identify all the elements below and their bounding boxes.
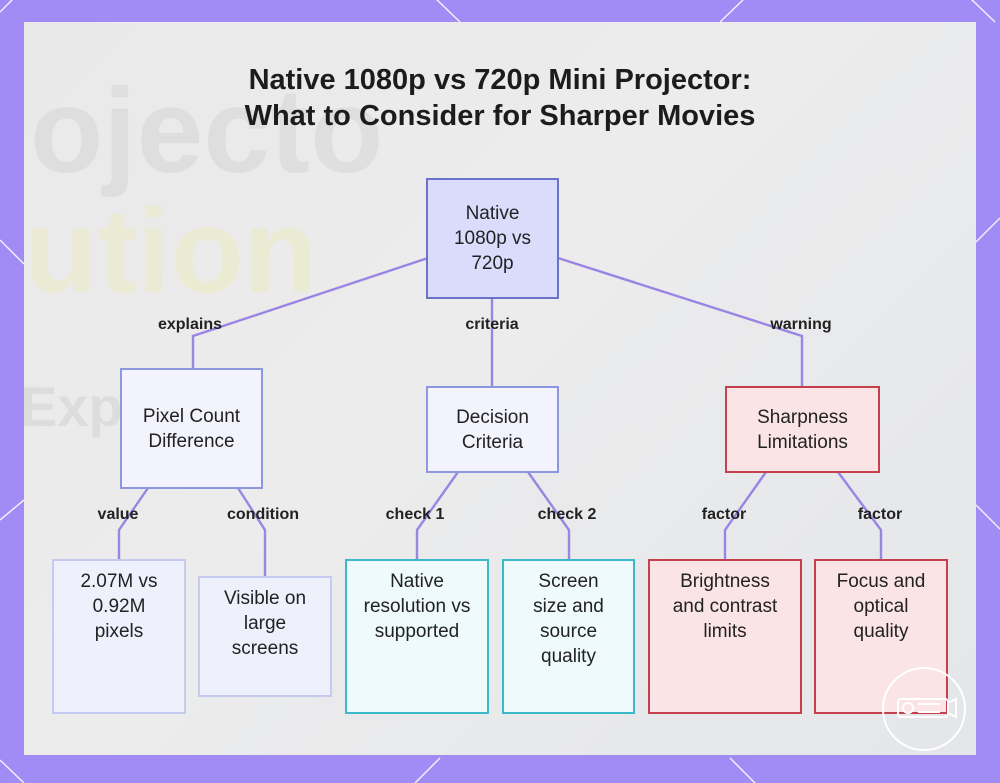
- edge-label-criteria: criteria: [465, 316, 519, 333]
- edge-condition: [236, 487, 267, 576]
- node-decision-criteria[interactable]: Decision Criteria: [426, 386, 559, 473]
- edge-factor2: [837, 471, 883, 559]
- edge-label-check-1: check 1: [385, 506, 445, 523]
- edge-factor1: [723, 471, 767, 559]
- page-title: Native 1080p vs 720p Mini Projector: Wha…: [0, 62, 1000, 134]
- edge-label-check-2: check 2: [537, 506, 597, 523]
- node-sharpness-limitations[interactable]: Sharpness Limitations: [725, 386, 880, 473]
- node-pixels-value-label: 2.07M vs 0.92M pixels: [80, 571, 158, 642]
- node-brightness[interactable]: Brightness and contrast limits: [648, 559, 802, 714]
- title-line-1: Native 1080p vs 720p Mini Projector:: [248, 64, 752, 96]
- edge-check2: [527, 471, 571, 559]
- edge-label-value: value: [97, 506, 139, 523]
- node-screen-size-label: Screen size and source quality: [533, 571, 604, 667]
- node-screen-size[interactable]: Screen size and source quality: [502, 559, 635, 714]
- edge-label-factor-1: factor: [701, 506, 747, 523]
- node-root[interactable]: Native 1080p vs 720p: [426, 178, 559, 299]
- node-native-resolution[interactable]: Native resolution vs supported: [345, 559, 489, 714]
- background-text-2: ution: [24, 184, 318, 318]
- node-pixels-value[interactable]: 2.07M vs 0.92M pixels: [52, 559, 186, 714]
- edge-warning: [557, 256, 804, 386]
- edge-label-condition: condition: [227, 506, 299, 523]
- node-pixel-count[interactable]: Pixel Count Difference: [120, 368, 263, 489]
- edge-label-explains: explains: [157, 316, 223, 333]
- node-pixel-count-label: Pixel Count Difference: [142, 405, 241, 452]
- node-native-resolution-label: Native resolution vs supported: [363, 571, 471, 642]
- node-focus[interactable]: Focus and optical quality: [814, 559, 948, 714]
- node-focus-label: Focus and optical quality: [836, 571, 926, 642]
- edge-value: [117, 487, 149, 559]
- title-line-2: What to Consider for Sharper Movies: [244, 100, 756, 132]
- node-decision-criteria-label: Decision Criteria: [456, 406, 529, 453]
- edge-label-factor-2: factor: [857, 506, 903, 523]
- background-text-1: ojecto: [30, 64, 384, 198]
- node-sharpness-limitations-label: Sharpness Limitations: [757, 406, 848, 453]
- node-visible-large-label: Visible on large screens: [223, 588, 307, 659]
- projector-logo-icon: [882, 667, 966, 751]
- edge-explains: [191, 256, 429, 368]
- edge-check1: [415, 471, 459, 559]
- edge-label-warning: warning: [770, 316, 832, 333]
- background-text-3: Exp: [24, 375, 123, 438]
- node-visible-large[interactable]: Visible on large screens: [198, 576, 332, 697]
- node-brightness-label: Brightness and contrast limits: [672, 571, 778, 642]
- node-root-label: Native 1080p vs 720p: [453, 203, 532, 274]
